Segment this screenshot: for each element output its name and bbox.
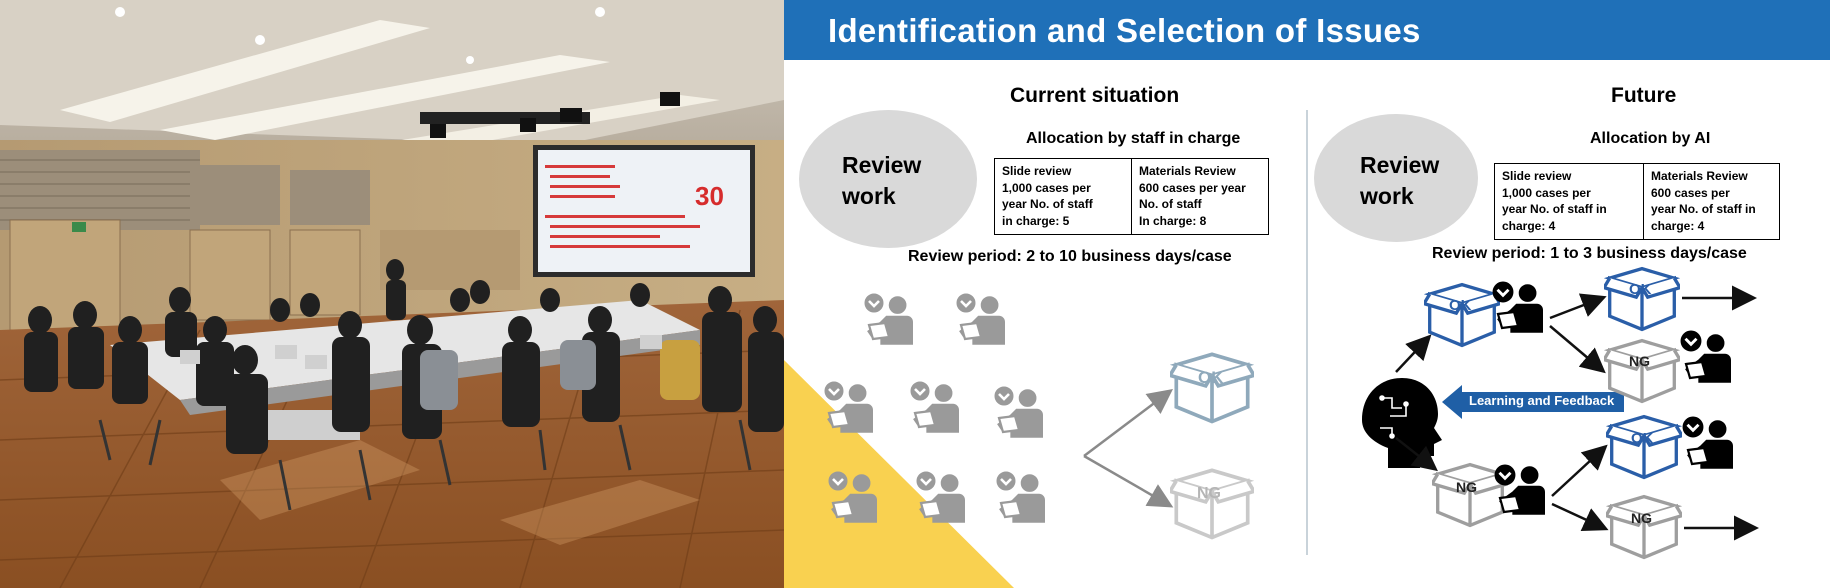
future-ng-label-upper: NG bbox=[1629, 353, 1650, 369]
current-allocation-label: Allocation by staff in charge bbox=[1026, 130, 1241, 147]
future-ok-box-top: OK bbox=[1424, 282, 1500, 348]
future-ok-label-top-right: OK bbox=[1629, 281, 1652, 298]
staff-icon bbox=[910, 381, 959, 433]
staff-icon bbox=[994, 386, 1043, 438]
staff-icon bbox=[996, 471, 1045, 523]
future-review-line1: Review bbox=[1360, 152, 1440, 178]
current-heading: Current situation bbox=[1010, 84, 1180, 107]
current-slide-line2: 1,000 cases per bbox=[1002, 180, 1091, 195]
current-review-line1: Review bbox=[842, 152, 922, 178]
ai-head-icon bbox=[1362, 378, 1442, 468]
future-ok-box-top-right: OK bbox=[1604, 266, 1680, 332]
future-review-line2: work bbox=[1360, 183, 1414, 209]
future-ng-label-lower: NG bbox=[1456, 479, 1477, 495]
current-review-work-ellipse bbox=[799, 110, 977, 248]
staff-icon bbox=[956, 293, 1005, 345]
future-slide-line4: charge: 4 bbox=[1502, 218, 1556, 233]
future-materials-review-box: Materials Review 600 cases per year No. … bbox=[1643, 163, 1780, 240]
current-review-line2: work bbox=[842, 183, 896, 209]
future-allocation-label: Allocation by AI bbox=[1590, 130, 1711, 147]
future-slide-line2: 1,000 cases per bbox=[1502, 185, 1591, 200]
future-staff-icon-upper-right bbox=[1680, 330, 1731, 383]
staff-icon bbox=[916, 471, 965, 523]
future-ok-label-lower-right: OK bbox=[1631, 430, 1654, 447]
future-ng-label-bottom-right: NG bbox=[1631, 510, 1652, 526]
slide: Identification and Selection of Issues C… bbox=[784, 0, 1846, 588]
current-branch-arrows bbox=[1083, 388, 1174, 508]
meeting-room-illustration: 30 bbox=[0, 0, 784, 588]
current-review-work-label: Review work bbox=[842, 150, 921, 212]
staff-icon bbox=[824, 381, 873, 433]
meeting-room-photo: 30 bbox=[0, 0, 784, 588]
future-review-work-ellipse bbox=[1314, 114, 1478, 242]
future-ok-box-lower-right: OK bbox=[1606, 414, 1682, 480]
section-divider bbox=[1306, 110, 1308, 555]
future-materials-line3: year No. of staff in bbox=[1651, 202, 1756, 216]
future-staff-icon-top bbox=[1492, 281, 1543, 333]
staff-icon bbox=[864, 293, 913, 345]
current-ng-label: NG bbox=[1197, 485, 1221, 502]
current-materials-line3: No. of staff bbox=[1139, 197, 1202, 211]
current-materials-review-box: Materials Review 600 cases per year No. … bbox=[1131, 158, 1269, 235]
future-ng-box-bottom-right: NG bbox=[1606, 494, 1682, 560]
current-ng-box: NG bbox=[1170, 468, 1254, 540]
future-heading: Future bbox=[1611, 84, 1677, 107]
current-ok-box: OK bbox=[1170, 352, 1254, 424]
future-materials-line2: 600 cases per bbox=[1651, 185, 1730, 200]
current-slide-line4: in charge: 5 bbox=[1002, 213, 1070, 228]
slide-title: Identification and Selection of Issues bbox=[828, 12, 1421, 49]
future-materials-line1: Materials Review bbox=[1651, 169, 1748, 183]
future-review-period: Review period: 1 to 3 business days/case bbox=[1432, 245, 1747, 262]
future-slide-review-box: Slide review 1,000 cases per year No. of… bbox=[1494, 163, 1644, 240]
future-top-branch-arrows bbox=[1549, 285, 1757, 374]
current-materials-line4: In charge: 8 bbox=[1139, 213, 1207, 228]
feedback-arrow bbox=[1442, 385, 1624, 419]
current-slide-line1: Slide review bbox=[1002, 164, 1072, 178]
future-ng-box-upper: NG bbox=[1604, 338, 1680, 404]
current-slide-line3: year No. of staff bbox=[1002, 197, 1093, 211]
future-review-work-label: Review work bbox=[1360, 150, 1439, 212]
future-materials-line4: charge: 4 bbox=[1651, 218, 1705, 233]
future-staff-icon-lower-right bbox=[1682, 416, 1733, 469]
future-lower-branch-arrows bbox=[1551, 444, 1759, 541]
current-staff-icons bbox=[824, 293, 1045, 523]
current-review-period: Review period: 2 to 10 business days/cas… bbox=[908, 248, 1232, 265]
future-ai-arrows bbox=[1395, 334, 1438, 472]
future-ng-box-lower: NG bbox=[1432, 462, 1508, 528]
staff-icon bbox=[828, 471, 877, 523]
future-slide-line3: year No. of staff in bbox=[1502, 202, 1607, 216]
current-slide-review-box: Slide review 1,000 cases per year No. of… bbox=[994, 158, 1132, 235]
process-diagram: OK NG OK bbox=[824, 266, 1759, 560]
learning-feedback-label: Learning and Feedback bbox=[1469, 393, 1615, 408]
future-slide-line1: Slide review bbox=[1502, 169, 1572, 183]
title-banner: Identification and Selection of Issues bbox=[784, 0, 1830, 60]
svg-text:30: 30 bbox=[695, 181, 724, 211]
current-materials-line1: Materials Review bbox=[1139, 164, 1236, 178]
future-ok-label-top: OK bbox=[1449, 297, 1472, 314]
current-materials-line2: 600 cases per year bbox=[1139, 180, 1246, 195]
current-ok-label: OK bbox=[1198, 368, 1224, 387]
